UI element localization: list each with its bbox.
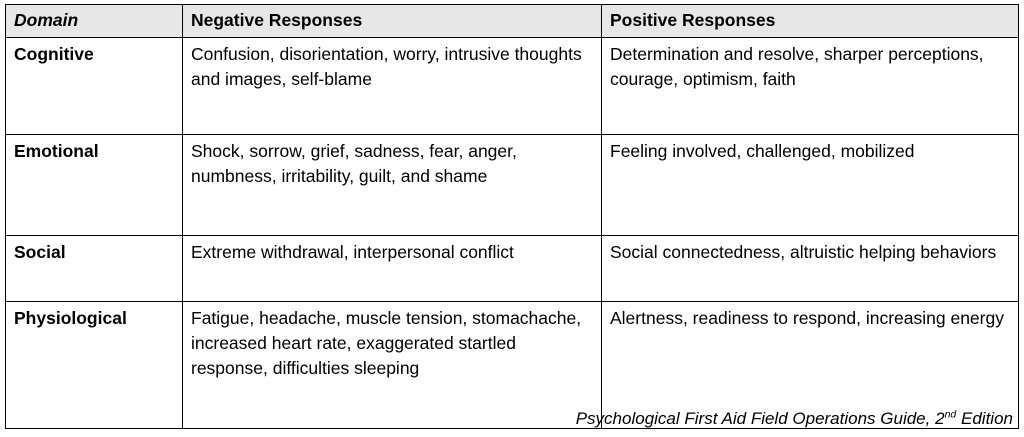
caption-edition-number: 2 xyxy=(935,409,945,428)
table-row: Cognitive Confusion, disorientation, wor… xyxy=(5,36,1019,135)
cell-positive-responses: Feeling involved, challenged, mobilized xyxy=(601,133,1019,236)
column-header-domain: Domain xyxy=(5,4,183,38)
row-header-domain: Cognitive xyxy=(5,36,183,135)
caption-edition-word: Edition xyxy=(961,409,1013,428)
cell-positive-responses: Alertness, readiness to respond, increas… xyxy=(601,300,1019,429)
row-header-domain: Social xyxy=(5,234,183,302)
row-header-domain: Physiological xyxy=(5,300,183,429)
cell-positive-responses: Social connectedness, altruistic helping… xyxy=(601,234,1019,302)
domain-responses-table: Domain Negative Responses Positive Respo… xyxy=(5,4,1019,429)
table-header: Domain Negative Responses Positive Respo… xyxy=(5,4,1019,38)
cell-positive-responses: Determination and resolve, sharper perce… xyxy=(601,36,1019,135)
table-header-row: Domain Negative Responses Positive Respo… xyxy=(5,4,1019,38)
cell-negative-responses: Fatigue, headache, muscle tension, stoma… xyxy=(182,300,602,429)
row-header-domain: Emotional xyxy=(5,133,183,236)
column-header-positive-responses: Positive Responses xyxy=(601,4,1019,38)
column-header-negative-responses: Negative Responses xyxy=(182,4,602,38)
table-row: Social Extreme withdrawal, interpersonal… xyxy=(5,234,1019,302)
source-caption: Psychological First Aid Field Operations… xyxy=(5,409,1013,429)
caption-edition-ordinal: nd xyxy=(944,408,957,421)
cell-negative-responses: Confusion, disorientation, worry, intrus… xyxy=(182,36,602,135)
table-row: Emotional Shock, sorrow, grief, sadness,… xyxy=(5,133,1019,236)
cell-negative-responses: Shock, sorrow, grief, sadness, fear, ang… xyxy=(182,133,602,236)
caption-title: Psychological First Aid Field Operations… xyxy=(575,409,931,428)
table-row: Physiological Fatigue, headache, muscle … xyxy=(5,300,1019,429)
table-body: Cognitive Confusion, disorientation, wor… xyxy=(5,36,1019,429)
cell-negative-responses: Extreme withdrawal, interpersonal confli… xyxy=(182,234,602,302)
